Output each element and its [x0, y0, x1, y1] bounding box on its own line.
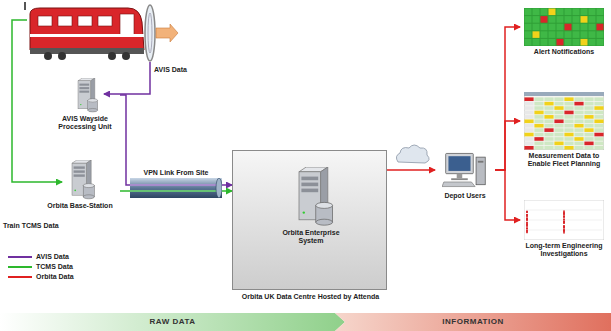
data-flow-connector	[222, 190, 232, 192]
data-flow-connector	[495, 121, 520, 170]
tcms-feed	[12, 20, 62, 182]
data-flow-connector	[387, 169, 435, 171]
legend-line	[8, 264, 32, 270]
server-icon	[282, 167, 340, 227]
vpn-link: VPN Link From Site	[130, 168, 222, 198]
node-label: Long-term Engineering Investigations	[520, 242, 608, 258]
data-flow-connector	[120, 95, 130, 185]
legend-line	[8, 274, 32, 280]
output-image-node: Long-term Engineering Investigations	[520, 200, 608, 258]
node-label: Orbita Enterprise System	[271, 229, 351, 245]
output-image-node: Measurement Data to Enable Fleet Plannin…	[520, 92, 608, 168]
icon-holder	[520, 8, 608, 46]
vpn-pipe	[130, 178, 222, 198]
icon-holder	[520, 200, 608, 240]
pipe-holder	[130, 178, 222, 198]
server-node: Orbita Enterprise System	[271, 167, 351, 245]
icon-holder	[520, 92, 608, 150]
wayside-scanner	[145, 5, 178, 61]
node-label: VPN Link From Site	[130, 168, 222, 177]
output-image-node: Alert Notifications	[520, 8, 608, 56]
train-illustration	[24, 2, 144, 60]
legend-row: AVIS Data	[8, 252, 74, 262]
legend-row: TCMS Data	[8, 262, 74, 272]
icon-holder	[435, 150, 495, 190]
data-feed-label: Train TCMS Data	[3, 222, 63, 230]
legend-row: Orbita Data	[8, 272, 74, 282]
node-label: Orbita Base-Station	[40, 202, 120, 210]
server-icon	[60, 160, 100, 200]
data-flow-connector	[222, 184, 232, 186]
alert-grid-image	[524, 8, 604, 46]
node-label: AVIS Wayside Processing Unit	[50, 115, 120, 131]
node-label: RAW DATA	[0, 313, 345, 331]
icon-holder	[50, 78, 120, 113]
node-label: Orbita UK Data Centre Hosted by Attenda	[233, 293, 388, 301]
legend: AVIS DataTCMS DataOrbita Data	[8, 252, 74, 282]
stage-band: RAW DATA	[0, 313, 345, 331]
legend-line	[8, 254, 32, 260]
data-flow-connector	[495, 27, 520, 170]
scatter-chart-image	[524, 200, 604, 240]
workstation-node: Depot Users	[435, 150, 495, 200]
data-flow-connector	[120, 190, 130, 192]
data-feed-label: AVIS Data	[154, 66, 214, 74]
data-flow-connector	[495, 170, 520, 220]
avis-feed	[104, 62, 150, 94]
server-node: Orbita Base-Station	[40, 160, 120, 210]
stage-band: INFORMATION	[335, 313, 611, 331]
node-label: Depot Users	[435, 192, 495, 200]
table-image	[524, 92, 604, 150]
server-node: AVIS Wayside Processing Unit	[50, 78, 120, 131]
cloud-symbol	[396, 145, 429, 163]
legend-label: TCMS Data	[36, 263, 73, 271]
node-label: INFORMATION	[335, 313, 611, 331]
computer-icon	[442, 150, 488, 190]
icon-holder	[40, 160, 120, 200]
legend-label: AVIS Data	[36, 253, 69, 261]
legend-label: Orbita Data	[36, 273, 74, 281]
node-label: Measurement Data to Enable Fleet Plannin…	[520, 152, 608, 168]
server-icon	[67, 78, 103, 113]
node-label: Alert Notifications	[520, 48, 608, 56]
icon-holder	[271, 167, 351, 227]
data-centre-panel: Orbita UK Data Centre Hosted by AttendaO…	[232, 150, 387, 290]
